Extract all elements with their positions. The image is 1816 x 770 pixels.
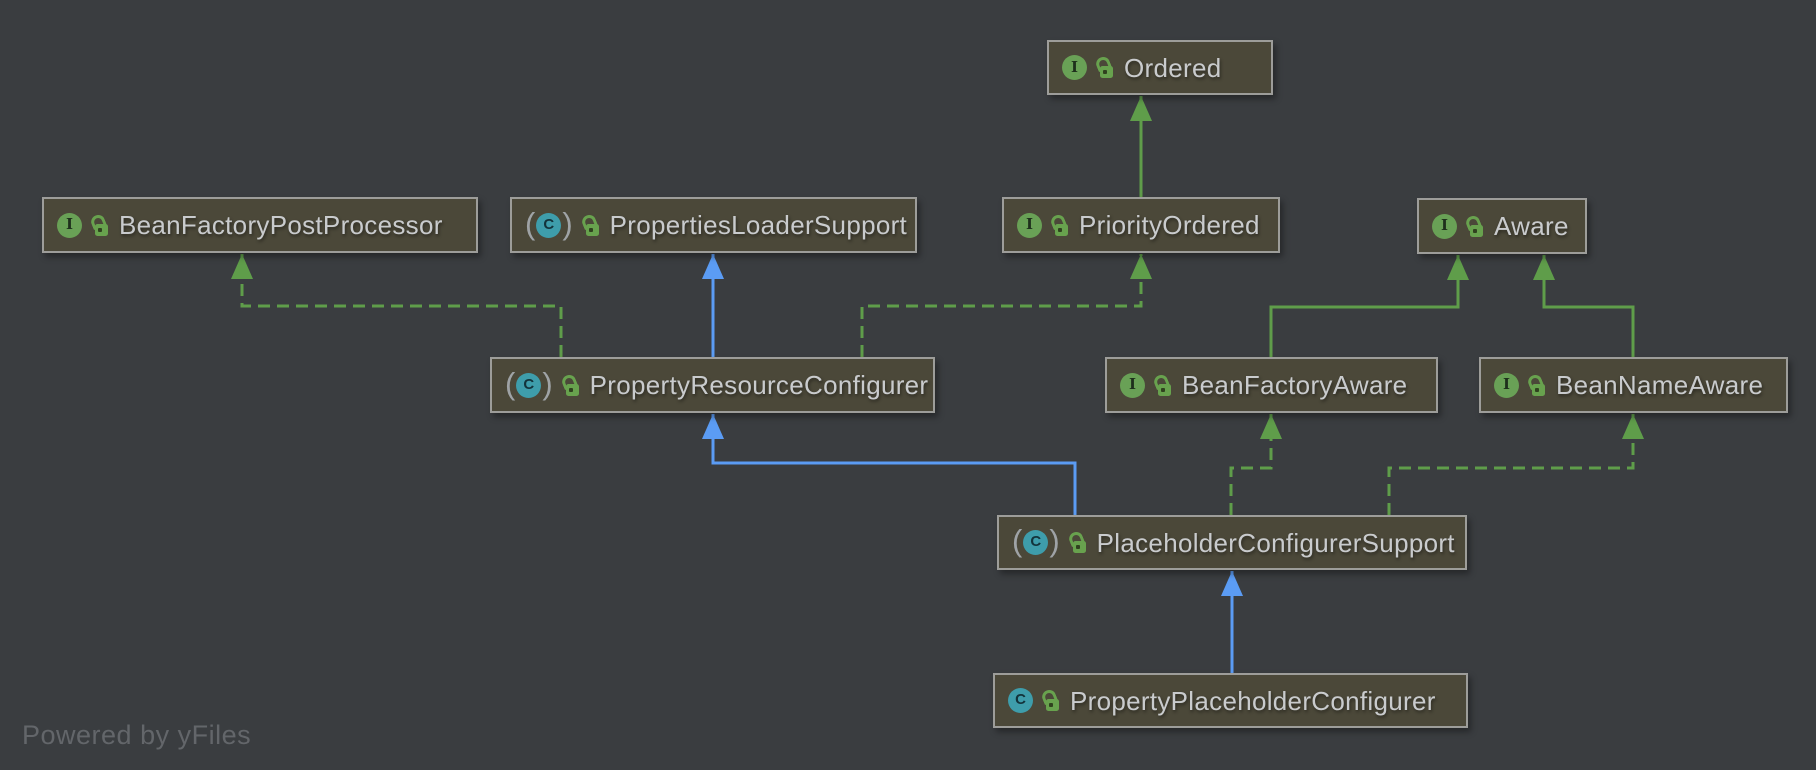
edge-propertyresourceconfigurer-implements-priorityordered[interactable] [860,254,1152,357]
node-priorityordered[interactable]: I PriorityOrdered [1002,197,1280,253]
interface-icon: I [1432,213,1457,239]
node-propertyplaceholderconfigurer[interactable]: C PropertyPlaceholderConfigurer [993,673,1468,728]
node-label: PriorityOrdered [1079,210,1260,240]
abstract-class-icon: C [525,210,573,241]
node-ordered[interactable]: I Ordered [1047,40,1273,95]
edge-beanfactoryaware-extends-aware[interactable] [1269,255,1469,357]
public-lock-icon [1155,375,1172,396]
edge-placeholderconfigurersupport-implements-beannameaware[interactable] [1387,414,1644,515]
node-label: PropertyResourceConfigurer [589,370,929,400]
public-lock-icon [583,215,600,236]
class-icon: C [1008,688,1033,713]
node-placeholderconfigurersupport[interactable]: C PlaceholderConfigurerSupport [997,515,1467,570]
abstract-class-icon: C [505,370,553,401]
public-lock-icon [563,375,580,396]
public-lock-icon [1043,690,1060,711]
edge-placeholderconfigurersupport-implements-beanfactoryaware[interactable] [1229,414,1282,515]
edge-propertyresourceconfigurer-implements-beanfactorypostprocessor[interactable] [231,254,563,357]
public-lock-icon [1467,216,1484,237]
node-beanfactorypostprocessor[interactable]: I BeanFactoryPostProcessor [42,197,478,253]
interface-icon: I [1017,212,1042,238]
edge-beannameaware-extends-aware[interactable] [1533,255,1635,357]
node-label: PropertyPlaceholderConfigurer [1070,685,1436,716]
node-propertyresourceconfigurer[interactable]: C PropertyResourceConfigurer [490,357,935,413]
interface-icon: I [1062,55,1087,80]
node-label: BeanFactoryAware [1182,370,1408,400]
node-label: BeanFactoryPostProcessor [119,210,443,240]
node-propertiesloadersupport[interactable]: C PropertiesLoaderSupport [510,197,917,253]
node-aware[interactable]: I Aware [1417,198,1587,254]
yfiles-watermark: Powered by yFiles [22,720,252,750]
node-label: PlaceholderConfigurerSupport [1096,527,1455,558]
public-lock-icon [1529,375,1546,396]
node-label: PropertiesLoaderSupport [609,210,908,240]
public-lock-icon [1070,532,1087,553]
node-label: Aware [1494,211,1569,241]
node-label: BeanNameAware [1556,370,1764,400]
abstract-class-icon: C [1012,527,1060,558]
public-lock-icon [1097,57,1114,78]
interface-icon: I [1494,372,1519,398]
node-beanfactoryaware[interactable]: I BeanFactoryAware [1105,357,1438,413]
edge-placeholderconfigurersupport-extends-propertyresourceconfigurer[interactable] [702,414,1077,515]
node-beannameaware[interactable]: I BeanNameAware [1479,357,1788,413]
public-lock-icon [1052,215,1069,236]
interface-icon: I [57,212,82,238]
node-label: Ordered [1124,52,1222,83]
interface-icon: I [1120,372,1145,398]
public-lock-icon [92,215,109,236]
